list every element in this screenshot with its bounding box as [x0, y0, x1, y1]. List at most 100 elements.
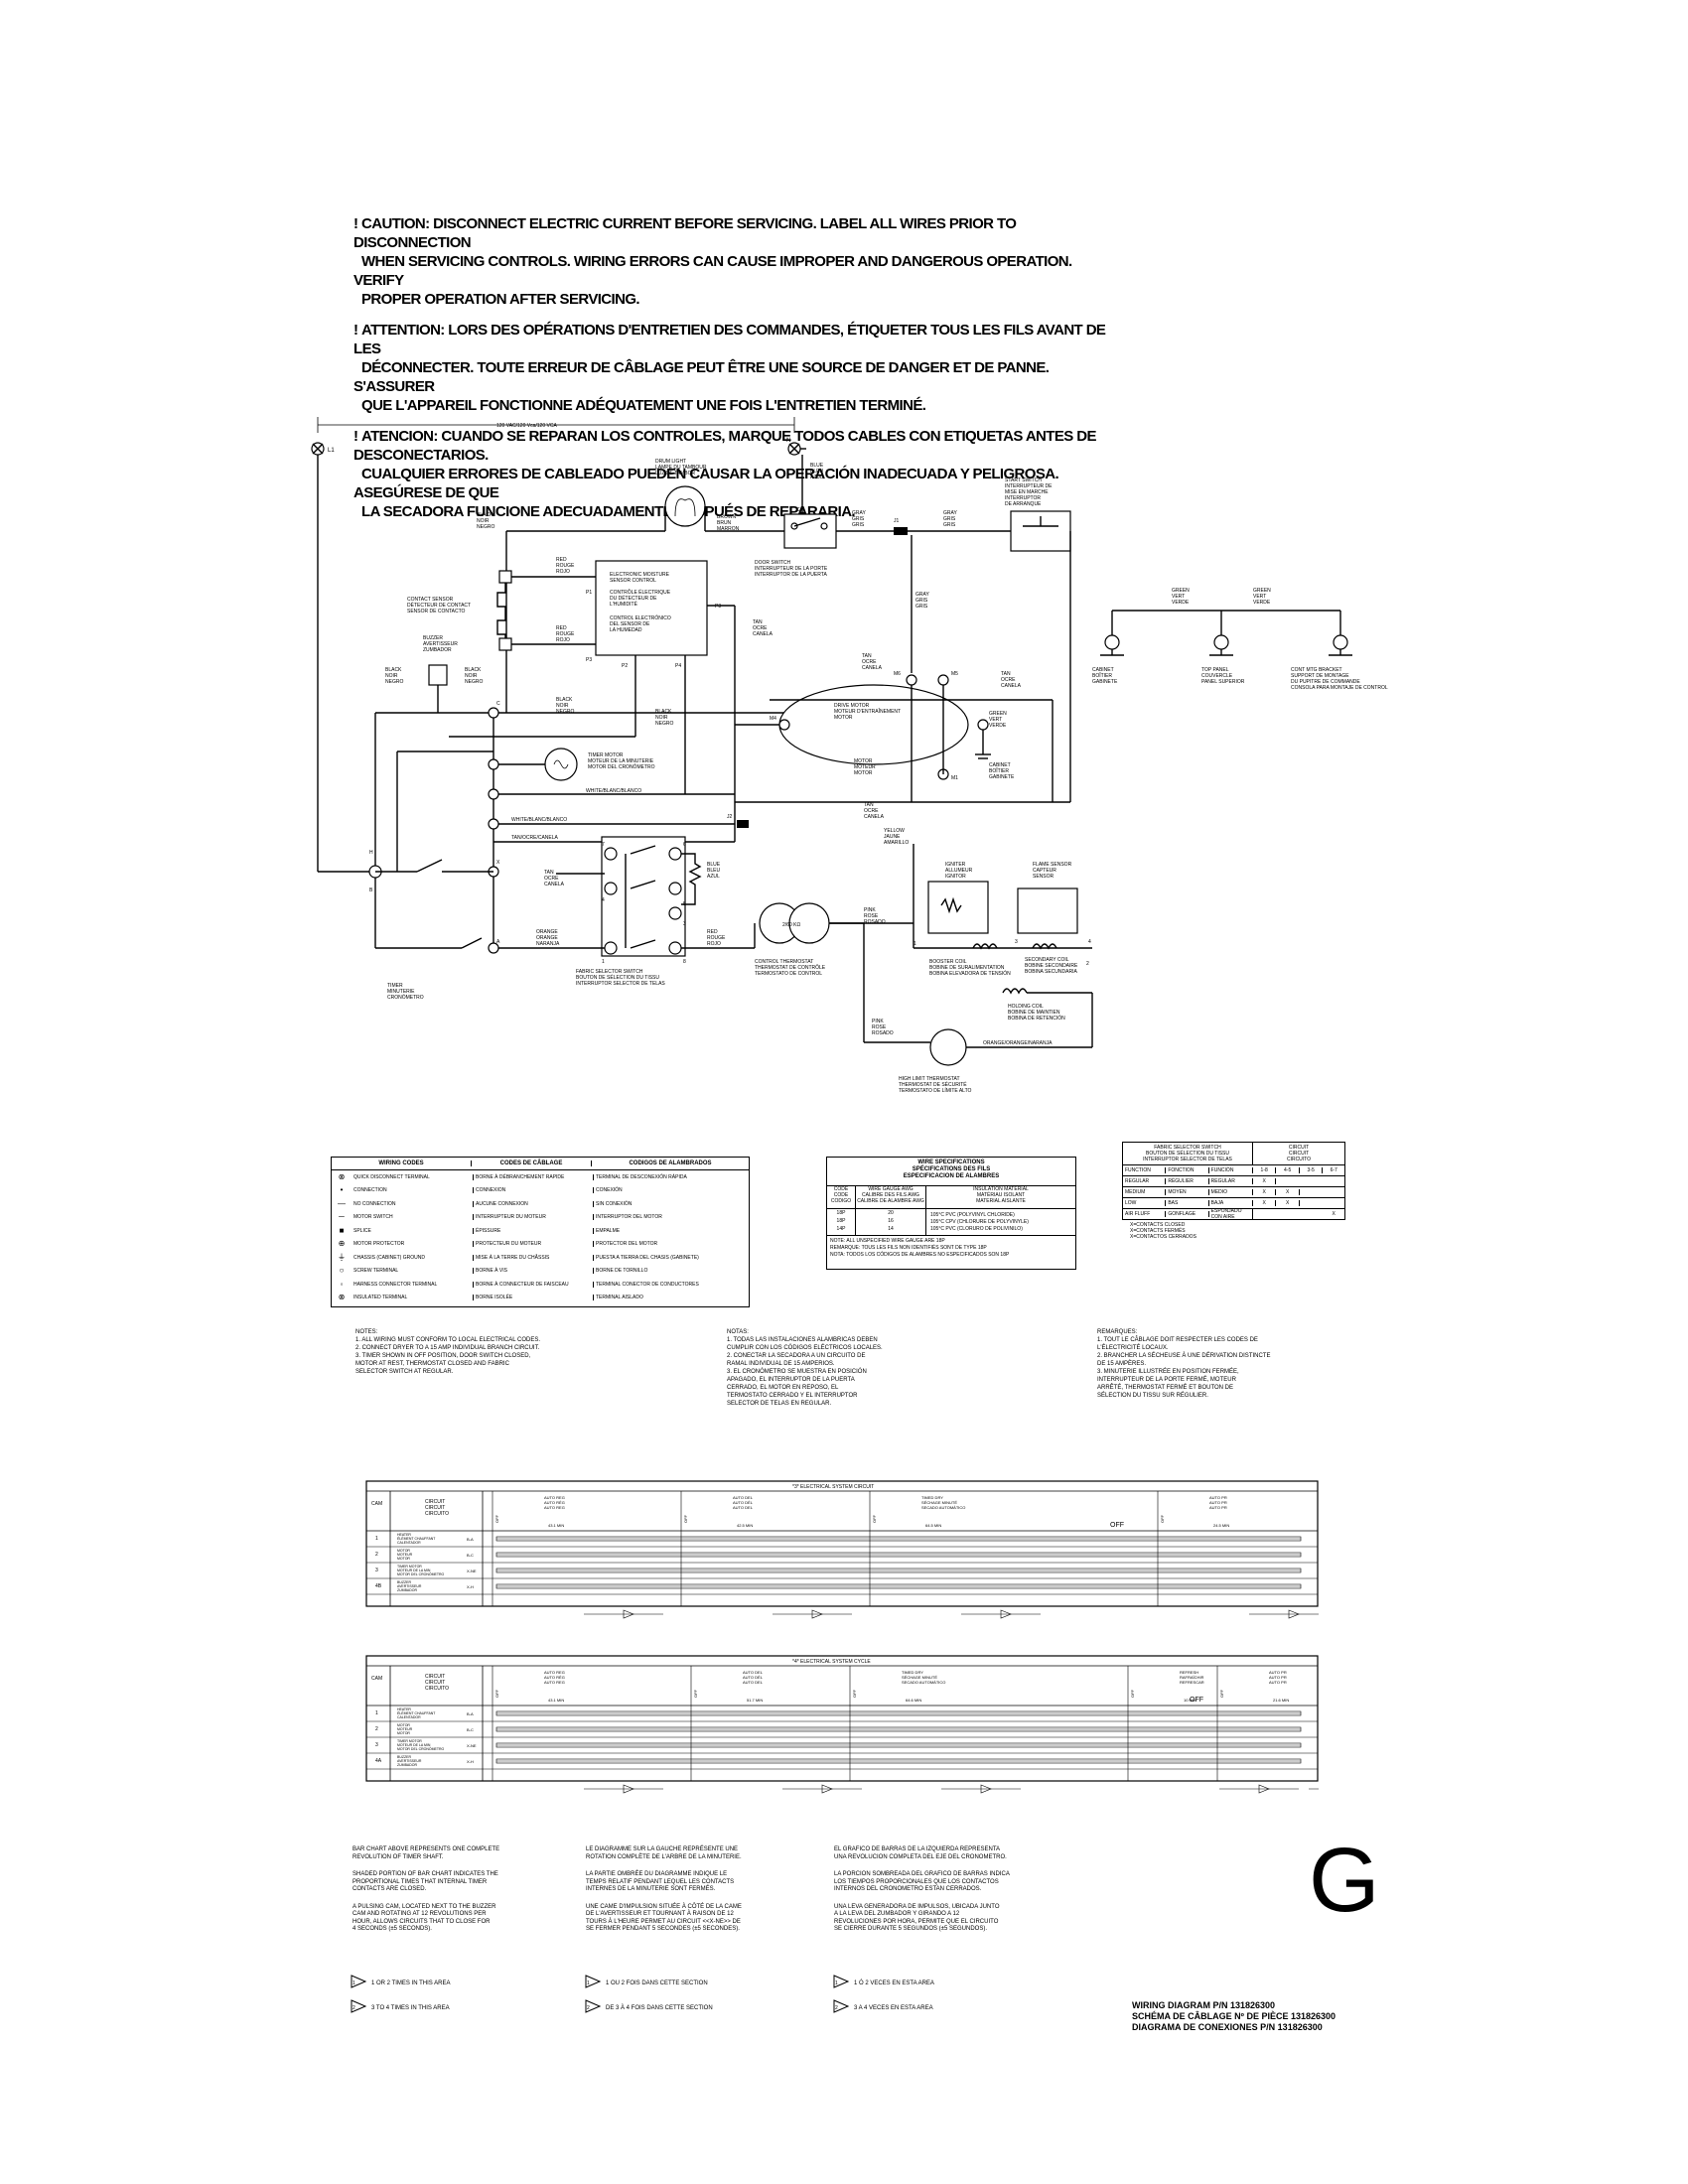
fabric-table-cell: ESPONJADO CON AIRE — [1209, 1208, 1253, 1220]
circuit-header: CIRCUITO — [425, 1686, 449, 1692]
section-label: AUTO DÉL — [743, 1675, 764, 1680]
svg-text:MOTOR: MOTOR — [834, 715, 853, 721]
wiring-code-text: MOTOR PROTECTOR — [352, 1241, 474, 1248]
circuit-name: CALENTADOR — [397, 1541, 421, 1545]
section-label: TIMED DRY — [921, 1495, 943, 1500]
svg-text:BLACK: BLACK — [655, 709, 672, 715]
chart-frame — [365, 1480, 1319, 1607]
fabric-table-cell: X — [1332, 1211, 1336, 1217]
splice-j2 — [737, 820, 749, 828]
svg-text:DE 3 À 4 FOIS DANS CETTE SECTI: DE 3 À 4 FOIS DANS CETTE SECTION — [606, 2004, 713, 2011]
fabric-table-cell: FUNCTION — [1123, 1167, 1167, 1173]
svg-text:GABINETE: GABINETE — [989, 774, 1015, 780]
svg-text:1: 1 — [352, 1980, 355, 1986]
svg-text:HIGH LIMIT THERMOSTAT: HIGH LIMIT THERMOSTAT — [899, 1076, 960, 1082]
svg-text:SENSOR: SENSOR — [1033, 874, 1055, 880]
svg-text:GRAY: GRAY — [943, 510, 957, 516]
circuit-name: MOTEUR — [397, 1553, 413, 1557]
svg-text:BOUTON DE SÉLECTION DU TISSU: BOUTON DE SÉLECTION DU TISSU — [576, 974, 659, 981]
section-label: AUTO PR — [1209, 1505, 1227, 1510]
svg-text:BLUE: BLUE — [810, 463, 824, 469]
svg-text:VERT: VERT — [1253, 594, 1266, 600]
notes-en: NOTES:1. ALL WIRING MUST CONFORM TO LOCA… — [355, 1329, 541, 1375]
circuit-header: CIRCUIT — [425, 1674, 445, 1680]
svg-text:CANELA: CANELA — [1001, 683, 1022, 689]
fabric-table-cell: FONCTION — [1166, 1167, 1209, 1173]
n-label: N — [786, 438, 790, 444]
wiring-symbol-icon: ◦ — [340, 1279, 344, 1289]
cam-number: 2 — [375, 1552, 378, 1558]
svg-text:8: 8 — [683, 959, 686, 965]
svg-text:NARANJA: NARANJA — [536, 941, 560, 947]
svg-text:DOOR SWITCH: DOOR SWITCH — [755, 560, 790, 566]
wiring-code-text: TERMINAL DE DESCONEXIÓN RÁPIDA — [596, 1173, 687, 1180]
wiring-code-text: MOTOR SWITCH — [352, 1214, 474, 1221]
svg-text:MISE EN MARCHE: MISE EN MARCHE — [1005, 489, 1049, 495]
bottom-notes-en: BAR CHART ABOVE REPRESENTS ONE COMPLETE … — [352, 1846, 500, 1932]
door-switch — [783, 513, 837, 549]
terminal-label: X-H — [467, 1759, 474, 1764]
section-label: REFRESCAR — [1180, 1680, 1204, 1685]
svg-text:WHITE/BLANC/BLANCO: WHITE/BLANC/BLANCO — [511, 817, 567, 823]
fabric-table-cell: X — [1253, 1189, 1277, 1195]
svg-text:GREEN: GREEN — [1253, 588, 1271, 594]
fabric-table-cell: BAS — [1166, 1200, 1209, 1206]
svg-text:J2: J2 — [727, 814, 733, 820]
svg-text:ELECTRONIC MOISTURE: ELECTRONIC MOISTURE — [610, 572, 670, 578]
off-label: OFF — [494, 1514, 499, 1523]
svg-text:2: 2 — [1086, 961, 1089, 967]
wiring-schematic: 120 VAC/120 Vca/120 VCA L1 N BLUE BLEU A… — [311, 417, 1388, 1094]
wiring-codes-table: WIRING CODES CODES DE CÂBLAGE CODIGOS DE… — [331, 1157, 750, 1307]
svg-text:VERDE: VERDE — [989, 723, 1007, 729]
caution-es: !ATENCION: CUANDO SE REPARAN LOS CONTROL… — [353, 428, 1096, 520]
svg-text:IGNITER: IGNITER — [945, 862, 966, 868]
svg-text:M4: M4 — [770, 716, 776, 722]
svg-text:ROSADO: ROSADO — [864, 919, 886, 925]
svg-text:OCRE: OCRE — [544, 876, 559, 882]
section-label: TIMED DRY — [902, 1670, 923, 1675]
svg-text:CANELA: CANELA — [862, 665, 883, 671]
svg-text:BOBINE DE MAINTIEN: BOBINE DE MAINTIEN — [1008, 1010, 1060, 1016]
svg-text:START SWITCH: START SWITCH — [1005, 478, 1042, 483]
cam-number: 1 — [375, 1710, 378, 1716]
svg-text:P1: P1 — [586, 590, 592, 596]
terminal-label: B-A — [467, 1711, 474, 1716]
section-time: 64.6 MIN — [906, 1698, 921, 1703]
svg-text:CONTROL THERMOSTAT: CONTROL THERMOSTAT — [755, 959, 813, 965]
svg-text:GRIS: GRIS — [915, 598, 928, 604]
caution-fr: !ATTENTION: LORS DES OPÉRATIONS D'ENTRET… — [353, 322, 1106, 414]
wiring-code-text: CONNEXION — [474, 1187, 594, 1194]
svg-text:IGNITOR: IGNITOR — [945, 874, 966, 880]
svg-text:SENSOR CONTROL: SENSOR CONTROL — [610, 578, 656, 584]
wiring-symbol-icon: — — [338, 1198, 346, 1208]
high-limit-thermostat — [929, 1028, 967, 1066]
section-label: AUTO DEL — [733, 1495, 754, 1500]
svg-text:TAN: TAN — [544, 870, 554, 876]
off-label: OFF — [872, 1514, 877, 1523]
wiring-symbol-icon: • — [340, 1185, 344, 1195]
svg-text:HOLDING COIL: HOLDING COIL — [1008, 1004, 1044, 1010]
svg-text:CAPTEUR: CAPTEUR — [1033, 868, 1056, 874]
fabric-table-cell: AIR FLUFF — [1123, 1211, 1167, 1217]
svg-text:A: A — [496, 939, 500, 945]
wiring-symbol-icon: ⊗ — [338, 1171, 346, 1181]
circuit-header: CIRCUIT — [425, 1505, 445, 1511]
svg-text:BOOSTER COIL: BOOSTER COIL — [929, 959, 967, 965]
off-label: OFF — [494, 1689, 499, 1698]
circuit-name: MOTOR — [397, 1723, 410, 1727]
svg-text:3 TO 4 TIMES IN THIS AREA: 3 TO 4 TIMES IN THIS AREA — [371, 2005, 450, 2011]
pulse-icon-4: 2 — [585, 1999, 602, 2013]
svg-text:BLUE: BLUE — [707, 862, 721, 868]
section-label: REFRESH — [1180, 1670, 1198, 1675]
svg-text:INTERRUPTOR SELECTOR DE TELAS: INTERRUPTOR SELECTOR DE TELAS — [576, 981, 665, 987]
svg-text:DRUM LIGHT: DRUM LIGHT — [655, 459, 686, 465]
svg-text:MOTOR DEL CRONÓMETRO: MOTOR DEL CRONÓMETRO — [588, 763, 655, 770]
flame-sensor — [1017, 887, 1078, 934]
section-label: SECADO AUTOMÁTICO — [902, 1680, 945, 1685]
wiring-code-text: MISE À LA TERRE DU CHÂSSIS — [474, 1254, 594, 1261]
drive-motor — [778, 684, 969, 765]
